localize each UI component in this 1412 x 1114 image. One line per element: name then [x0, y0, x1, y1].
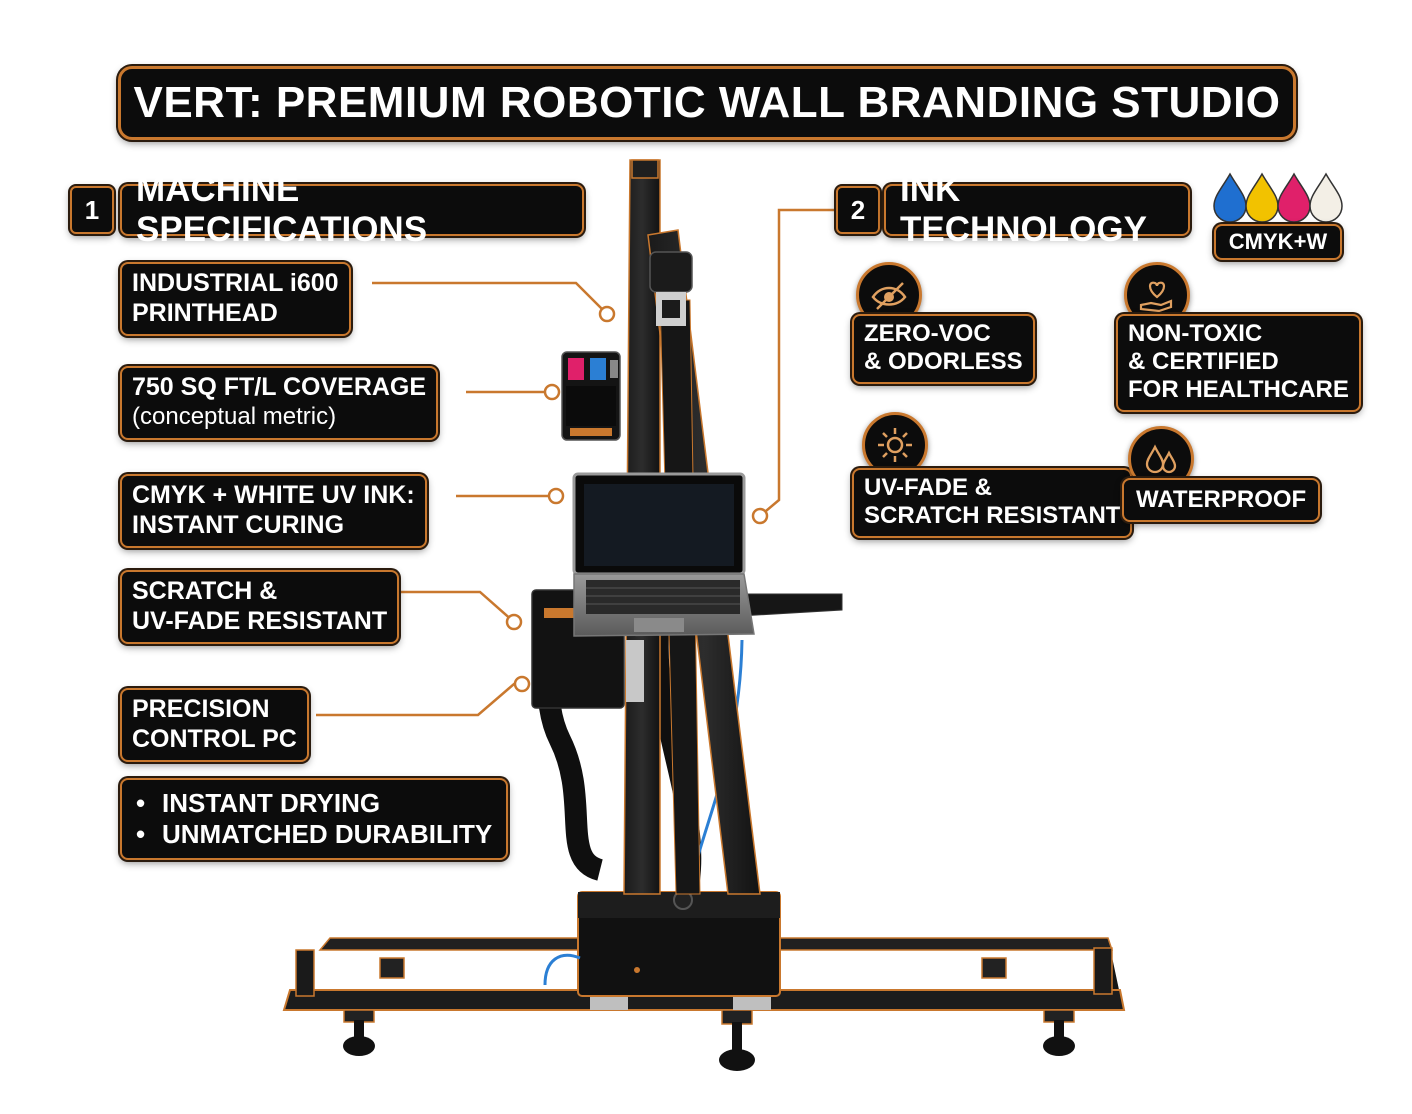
section-2-heading: INK TECHNOLOGY: [884, 170, 1190, 249]
spec-coverage-label: 750 SQ FT/L COVERAGE (conceptual metric): [120, 366, 439, 440]
bullet-item: INSTANT DRYING: [136, 788, 492, 819]
leader-dot: [513, 675, 531, 693]
spec-coverage-main: 750 SQ FT/L COVERAGE: [132, 373, 427, 401]
spec-ink-line-2: INSTANT CURING: [132, 511, 345, 539]
feature-zero-voc-line-1: ZERO-VOC: [864, 320, 991, 347]
leader-dot: [543, 383, 561, 401]
feature-zero-voc: ZERO-VOC & ODORLESS: [852, 314, 1035, 384]
cmyk-label: CMYK+W: [1214, 224, 1342, 260]
spec-ink-label: CMYK + WHITE UV INK: INSTANT CURING: [120, 474, 427, 548]
feature-uv-fade-line-2: SCRATCH RESISTANT: [864, 502, 1121, 529]
spec-scratch-line-2: UV-FADE RESISTANT: [132, 607, 388, 635]
spec-pc-line-1: PRECISION: [132, 695, 270, 723]
spec-pc-label: PRECISION CONTROL PC: [120, 688, 309, 762]
feature-waterproof-line-1: WATERPROOF: [1136, 486, 1307, 513]
bullet-item: UNMATCHED DURABILITY: [136, 819, 492, 850]
spec-pc-line-2: CONTROL PC: [132, 725, 297, 753]
spec-scratch-label: SCRATCH & UV-FADE RESISTANT: [120, 570, 400, 644]
ink-cartridge-unit: [561, 351, 621, 441]
section-2-number: 2: [836, 186, 880, 234]
feature-uv-fade-line-1: UV-FADE &: [864, 474, 993, 501]
spec-scratch-line-1: SCRATCH &: [132, 577, 278, 605]
spec-bullet-list: INSTANT DRYING UNMATCHED DURABILITY: [120, 778, 509, 860]
spec-printhead-line-2: PRINTHEAD: [132, 299, 278, 327]
base-rail-frame: [282, 937, 1126, 1071]
feature-uv-fade: UV-FADE & SCRATCH RESISTANT: [852, 468, 1133, 538]
droplet-cyan: [1213, 172, 1247, 223]
leader-dot: [598, 305, 616, 323]
feature-zero-voc-line-2: & ODORLESS: [864, 348, 1023, 375]
leader-dot: [547, 487, 565, 505]
feature-non-toxic-line-2: & CERTIFIED: [1128, 348, 1279, 375]
feature-waterproof: WATERPROOF: [1122, 478, 1321, 522]
base-control-box: [577, 890, 781, 997]
feature-non-toxic-line-1: NON-TOXIC: [1128, 320, 1263, 347]
spec-printhead-label: INDUSTRIAL i600 PRINTHEAD: [120, 262, 351, 336]
section-1-heading: MACHINE SPECIFICATIONS: [120, 170, 584, 249]
cmyk-droplets-icon: [1213, 172, 1343, 223]
leader-printhead: [372, 281, 607, 314]
feature-non-toxic-line-3: FOR HEALTHCARE: [1128, 376, 1349, 403]
leader-dot: [751, 507, 769, 525]
droplet-yellow: [1245, 172, 1279, 223]
leader-ink-technology: [759, 208, 836, 517]
droplet-magenta: [1277, 172, 1311, 223]
leader-dot: [505, 613, 523, 631]
spec-ink-line-1: CMYK + WHITE UV INK:: [132, 481, 415, 509]
spec-coverage-note: (conceptual metric): [132, 403, 337, 430]
section-1-number: 1: [70, 186, 114, 234]
feature-non-toxic: NON-TOXIC & CERTIFIED FOR HEALTHCARE: [1116, 314, 1361, 412]
spec-printhead-line-1: INDUSTRIAL i600: [132, 269, 339, 297]
droplet-white: [1309, 172, 1343, 223]
leader-pc: [316, 682, 522, 717]
printhead-carriage: [649, 251, 693, 326]
laptop: [572, 472, 755, 637]
page-title: VERT: PREMIUM ROBOTIC WALL BRANDING STUD…: [118, 66, 1296, 140]
